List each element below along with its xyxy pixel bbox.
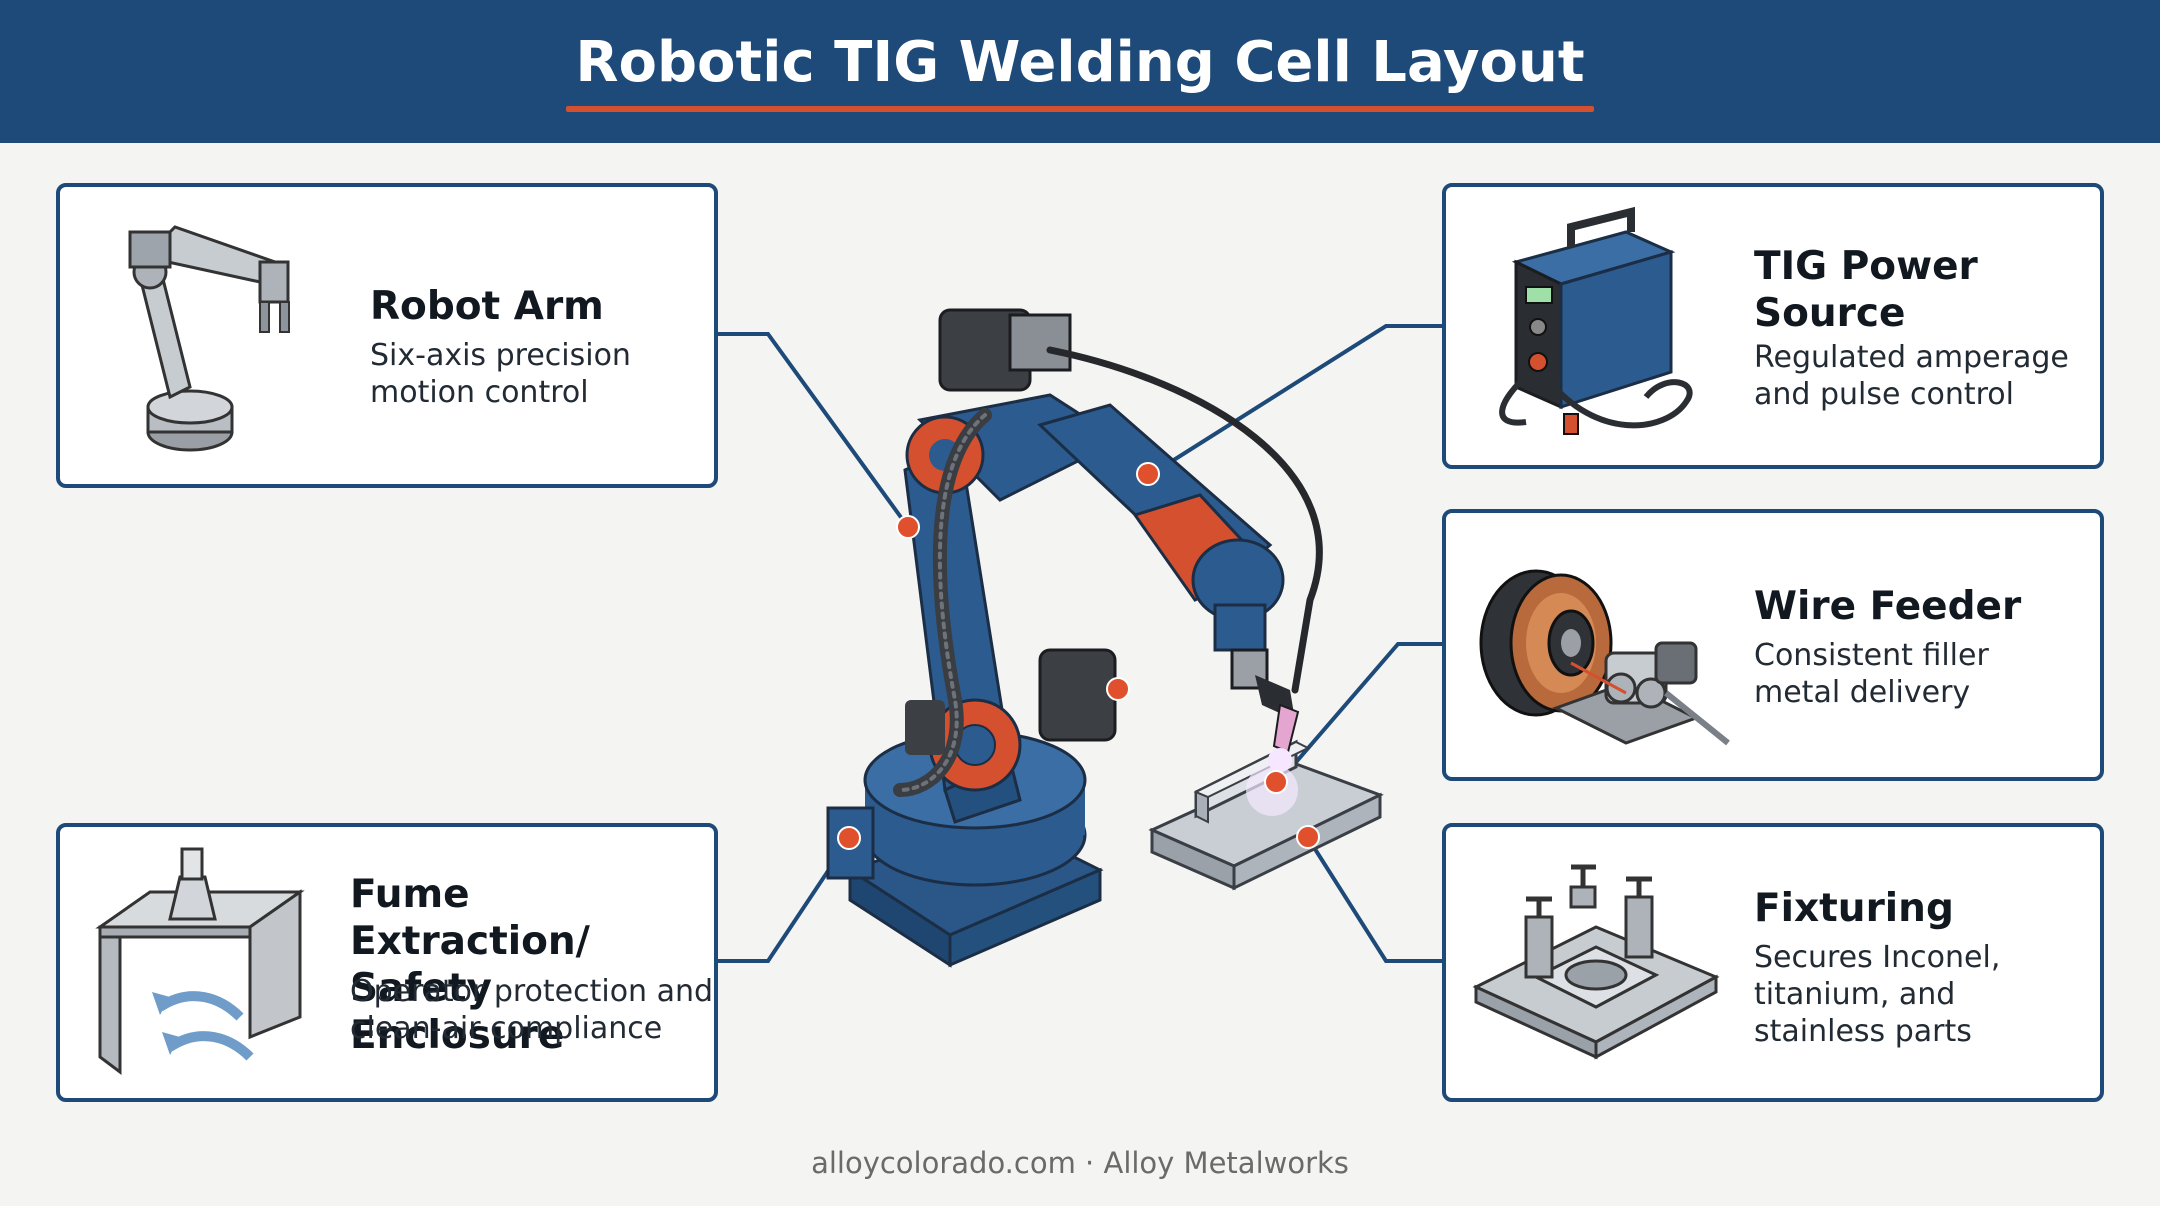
leader-line-tig-power: [1148, 324, 1444, 477]
welding-torch: [1230, 648, 1300, 772]
title-underline: [566, 106, 1594, 112]
title-bar: Robotic TIG Welding Cell Layout: [0, 0, 2160, 143]
footer-credit: alloycolorado.com · Alloy Metalworks: [811, 1146, 1349, 1180]
callout-dot-workpiece: [1296, 825, 1320, 849]
robot-arm-description: Six-axis precision motion control: [370, 338, 631, 410]
callout-dot-wire-feeder: [1264, 770, 1288, 794]
page-title: Robotic TIG Welding Cell Layout: [575, 30, 1585, 95]
leader-line-fume-extraction: [716, 836, 852, 963]
callout-dot-robot-arm: [896, 515, 920, 539]
fixture-icon: [1472, 864, 1720, 1060]
tig-power-heading: TIG Power Source: [1754, 244, 1978, 336]
tig-power-description: Regulated amperage and pulse control: [1754, 340, 2069, 412]
callout-dot-fixturing: [1106, 677, 1130, 701]
fixturing-description: Secures Inconel, titanium, and stainless…: [1754, 940, 2001, 1049]
fixturing-heading: Fixturing: [1754, 886, 1954, 931]
callout-dot-tig-power: [1136, 462, 1160, 486]
robot-arm-icon: [128, 225, 290, 452]
robot-arm-heading: Robot Arm: [370, 284, 604, 329]
fume-extraction-heading: Fume Extraction/ Safety Enclosure: [350, 872, 590, 1058]
torch-cable: [1046, 346, 1323, 694]
card-fixturing: Fixturing Secures Inconel, titanium, and…: [1442, 823, 2104, 1102]
card-fume-extraction: Fume Extraction/ Safety Enclosure Operat…: [56, 823, 718, 1102]
leader-line-fixturing: [1306, 836, 1444, 963]
wire-feeder-heading: Wire Feeder: [1754, 584, 2022, 629]
card-wire-feeder: Wire Feeder Consistent filler metal deli…: [1442, 509, 2104, 781]
wire-feeder-description: Consistent filler metal delivery: [1754, 638, 1989, 710]
leader-line-robot-arm: [716, 332, 910, 529]
fume-hood-icon: [95, 847, 305, 1075]
callout-dot-enclosure: [837, 826, 861, 850]
power-source-icon: [1499, 206, 1693, 435]
robot-upper-arm: [905, 308, 1285, 652]
wire-spool-icon: [1479, 569, 1730, 746]
leader-line-wire-feeder: [1276, 642, 1444, 785]
card-tig-power-source: TIG Power Source Regulated amperage and …: [1442, 183, 2104, 469]
workpiece-plate: [1148, 739, 1384, 891]
card-robot-arm: Robot Arm Six-axis precision motion cont…: [56, 183, 718, 488]
robot-lower-arm: [903, 442, 1117, 824]
fume-extraction-description: Operator protection and clean-air compli…: [350, 974, 714, 1046]
